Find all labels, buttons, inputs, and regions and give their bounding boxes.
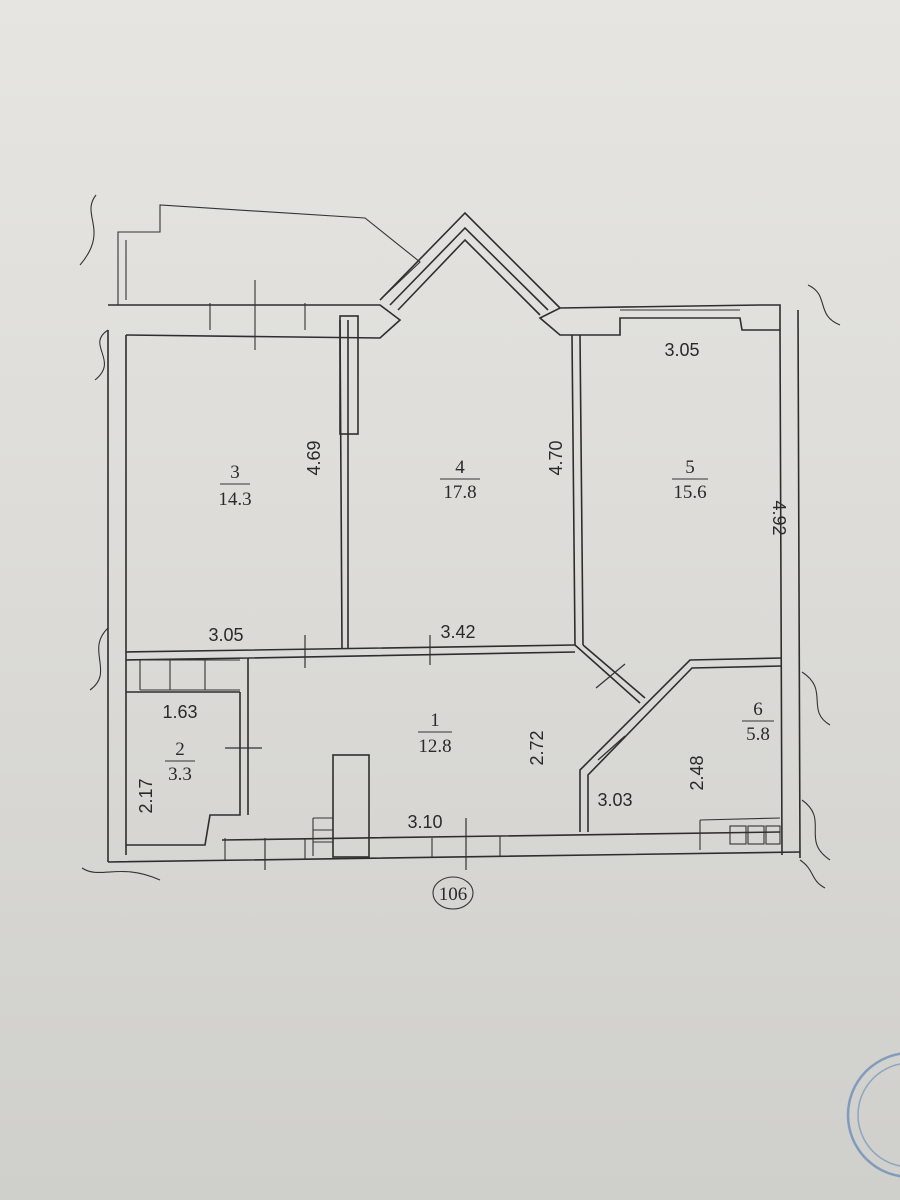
dim-room3-length: 4.69 [304, 440, 324, 475]
window-room3 [209, 280, 306, 350]
dim-room6-width: 3.03 [597, 790, 632, 810]
room4-number: 4 [455, 457, 465, 478]
dim-room3-width: 3.05 [208, 625, 243, 645]
dim-room5-width: 3.05 [664, 340, 699, 360]
room3-area: 14.3 [218, 489, 251, 510]
outer-walls [107, 204, 801, 863]
break-line-top-right [807, 284, 841, 326]
left-exterior-wall [107, 330, 127, 862]
dim-room1-depth: 2.72 [527, 730, 547, 765]
bay-window-room4 [379, 211, 561, 316]
bottom-window [224, 836, 501, 860]
balcony-left [117, 204, 421, 305]
break-line-bottom-right [799, 859, 826, 889]
room5-area: 15.6 [673, 482, 706, 503]
door-ticks [225, 635, 626, 870]
room6-area: 5.8 [746, 724, 770, 745]
door-tick-room6 [597, 735, 626, 761]
break-line-right-middle [801, 671, 831, 726]
room6-box-frame [699, 817, 781, 850]
dim-room2-width: 1.63 [162, 702, 197, 722]
wall-diagonal-5-1 [574, 644, 646, 704]
top-wall-room3 [108, 304, 402, 339]
window-room5 [620, 309, 740, 319]
room2-number: 2 [175, 739, 185, 760]
wall-room6 [579, 657, 783, 832]
room3-number: 3 [230, 462, 240, 483]
dim-room4-width: 3.42 [440, 622, 475, 642]
interior-walls [125, 315, 783, 858]
room1-area: 12.8 [418, 736, 451, 757]
dim-room6-length: 2.48 [687, 755, 707, 790]
room-labels: 3 14.3 4 17.8 5 15.6 1 12.8 2 3.3 6 5.8 [165, 457, 774, 785]
room1-number: 1 [430, 710, 440, 731]
wall-3-4 [339, 319, 349, 649]
break-line-top-left [79, 194, 97, 266]
break-line-right-lower [801, 799, 831, 861]
room5-number: 5 [685, 457, 695, 478]
room6-box-1 [729, 825, 747, 845]
top-wall-room5 [538, 304, 781, 336]
dim-room4-length: 4.70 [546, 440, 566, 475]
dim-room5-length: 4.92 [769, 500, 789, 535]
dimension-labels: 3.05 4.69 4.70 3.42 3.05 4.92 1.63 2.17 … [136, 340, 789, 832]
stair-steps [312, 817, 333, 856]
apartment-marker-circle [432, 876, 474, 910]
apartment-marker: 106 [432, 876, 474, 910]
bottom-exterior-wall [107, 831, 801, 863]
break-line-bottom-left [81, 867, 161, 881]
wall-3-4-column [339, 315, 359, 435]
room4-area: 17.8 [443, 482, 476, 503]
vent-shaft [332, 754, 370, 858]
wall-room2-right [126, 658, 249, 846]
wall-4-5 [571, 334, 584, 646]
break-line-left-upper [94, 329, 109, 381]
apartment-marker-number: 106 [439, 884, 468, 905]
door-tick-room5 [595, 663, 626, 689]
dim-room2-length: 2.17 [136, 778, 156, 813]
break-line-left-middle [89, 627, 109, 691]
wall-corridor-top [125, 644, 576, 661]
room6-box-2 [747, 825, 765, 845]
dim-room1-width: 3.10 [407, 812, 442, 832]
stamp-seal [846, 1052, 900, 1178]
room6-number: 6 [753, 699, 763, 720]
right-exterior-wall [779, 309, 801, 859]
break-lines [79, 194, 841, 889]
closet-room2 [139, 659, 240, 691]
room2-area: 3.3 [168, 764, 192, 785]
room6-box-3 [765, 825, 781, 845]
